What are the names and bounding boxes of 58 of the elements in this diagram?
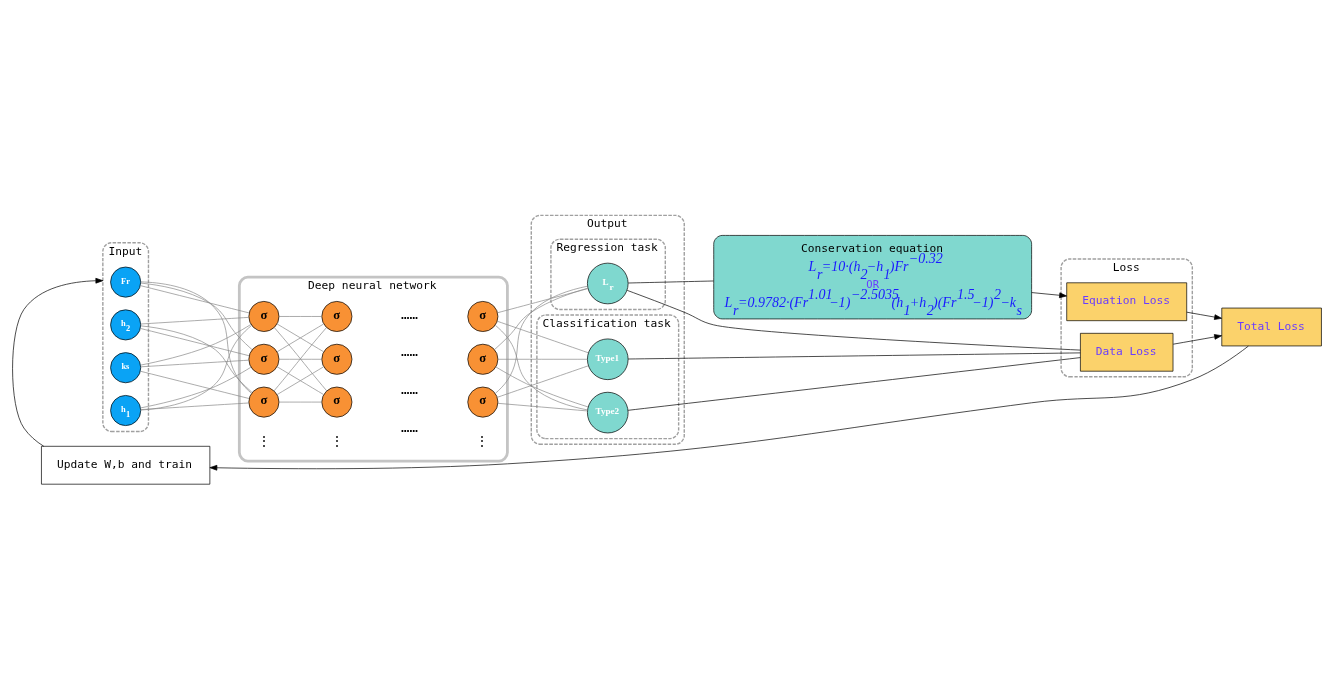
connector — [140, 370, 250, 399]
node-circle: ks — [110, 352, 142, 384]
connector — [495, 366, 589, 408]
connector — [140, 325, 252, 411]
node-circle: Fr — [110, 266, 142, 298]
node-circle: σ — [321, 343, 353, 375]
node-circle: σ — [467, 343, 499, 375]
connector — [497, 288, 589, 314]
node-circle: Type1 — [587, 338, 629, 380]
node-circle: σ — [248, 386, 280, 418]
connector — [278, 316, 323, 317]
arrow — [209, 345, 1249, 471]
label: ⋮ — [329, 433, 344, 450]
connector — [278, 401, 323, 403]
connector — [626, 290, 1081, 351]
arrow — [1031, 292, 1067, 299]
label: …… — [401, 419, 418, 436]
connector — [494, 287, 589, 350]
node-circle: σ — [321, 301, 353, 332]
node-circle: σ — [248, 343, 280, 375]
connector — [627, 280, 714, 284]
arrow — [1172, 334, 1222, 345]
connector — [140, 359, 250, 368]
node-circle: σ — [321, 386, 353, 418]
connector — [140, 324, 252, 366]
label: …… — [401, 381, 418, 398]
connector — [140, 317, 250, 325]
connector — [140, 325, 253, 393]
node-box: Total Loss — [1221, 307, 1322, 347]
label: ⋮ — [475, 433, 490, 450]
connector — [497, 358, 588, 360]
node-circle: Type2 — [587, 391, 629, 434]
connector — [627, 352, 1081, 360]
connector — [497, 402, 588, 412]
connector — [496, 365, 589, 398]
connector — [495, 285, 588, 394]
label: ⋮ — [256, 433, 271, 450]
arrow — [1186, 311, 1222, 320]
connector — [276, 366, 324, 395]
connector — [276, 323, 324, 353]
connector — [140, 366, 252, 409]
node-circle: σ — [467, 301, 499, 332]
label: …… — [401, 305, 418, 322]
connector — [496, 320, 589, 354]
connector — [278, 358, 323, 360]
node-box: Update W,b and train — [41, 445, 211, 485]
node-box: Equation Loss — [1066, 282, 1188, 322]
connector — [627, 357, 1081, 411]
connector — [140, 281, 252, 394]
node-circle: σ — [248, 301, 280, 332]
connector — [140, 285, 250, 314]
arrow — [12, 277, 104, 447]
connector — [495, 324, 588, 411]
label: …… — [401, 343, 418, 360]
connector — [140, 282, 253, 350]
connector — [140, 328, 250, 357]
node-box: Data Loss — [1080, 332, 1174, 372]
node-circle: σ — [467, 386, 499, 418]
